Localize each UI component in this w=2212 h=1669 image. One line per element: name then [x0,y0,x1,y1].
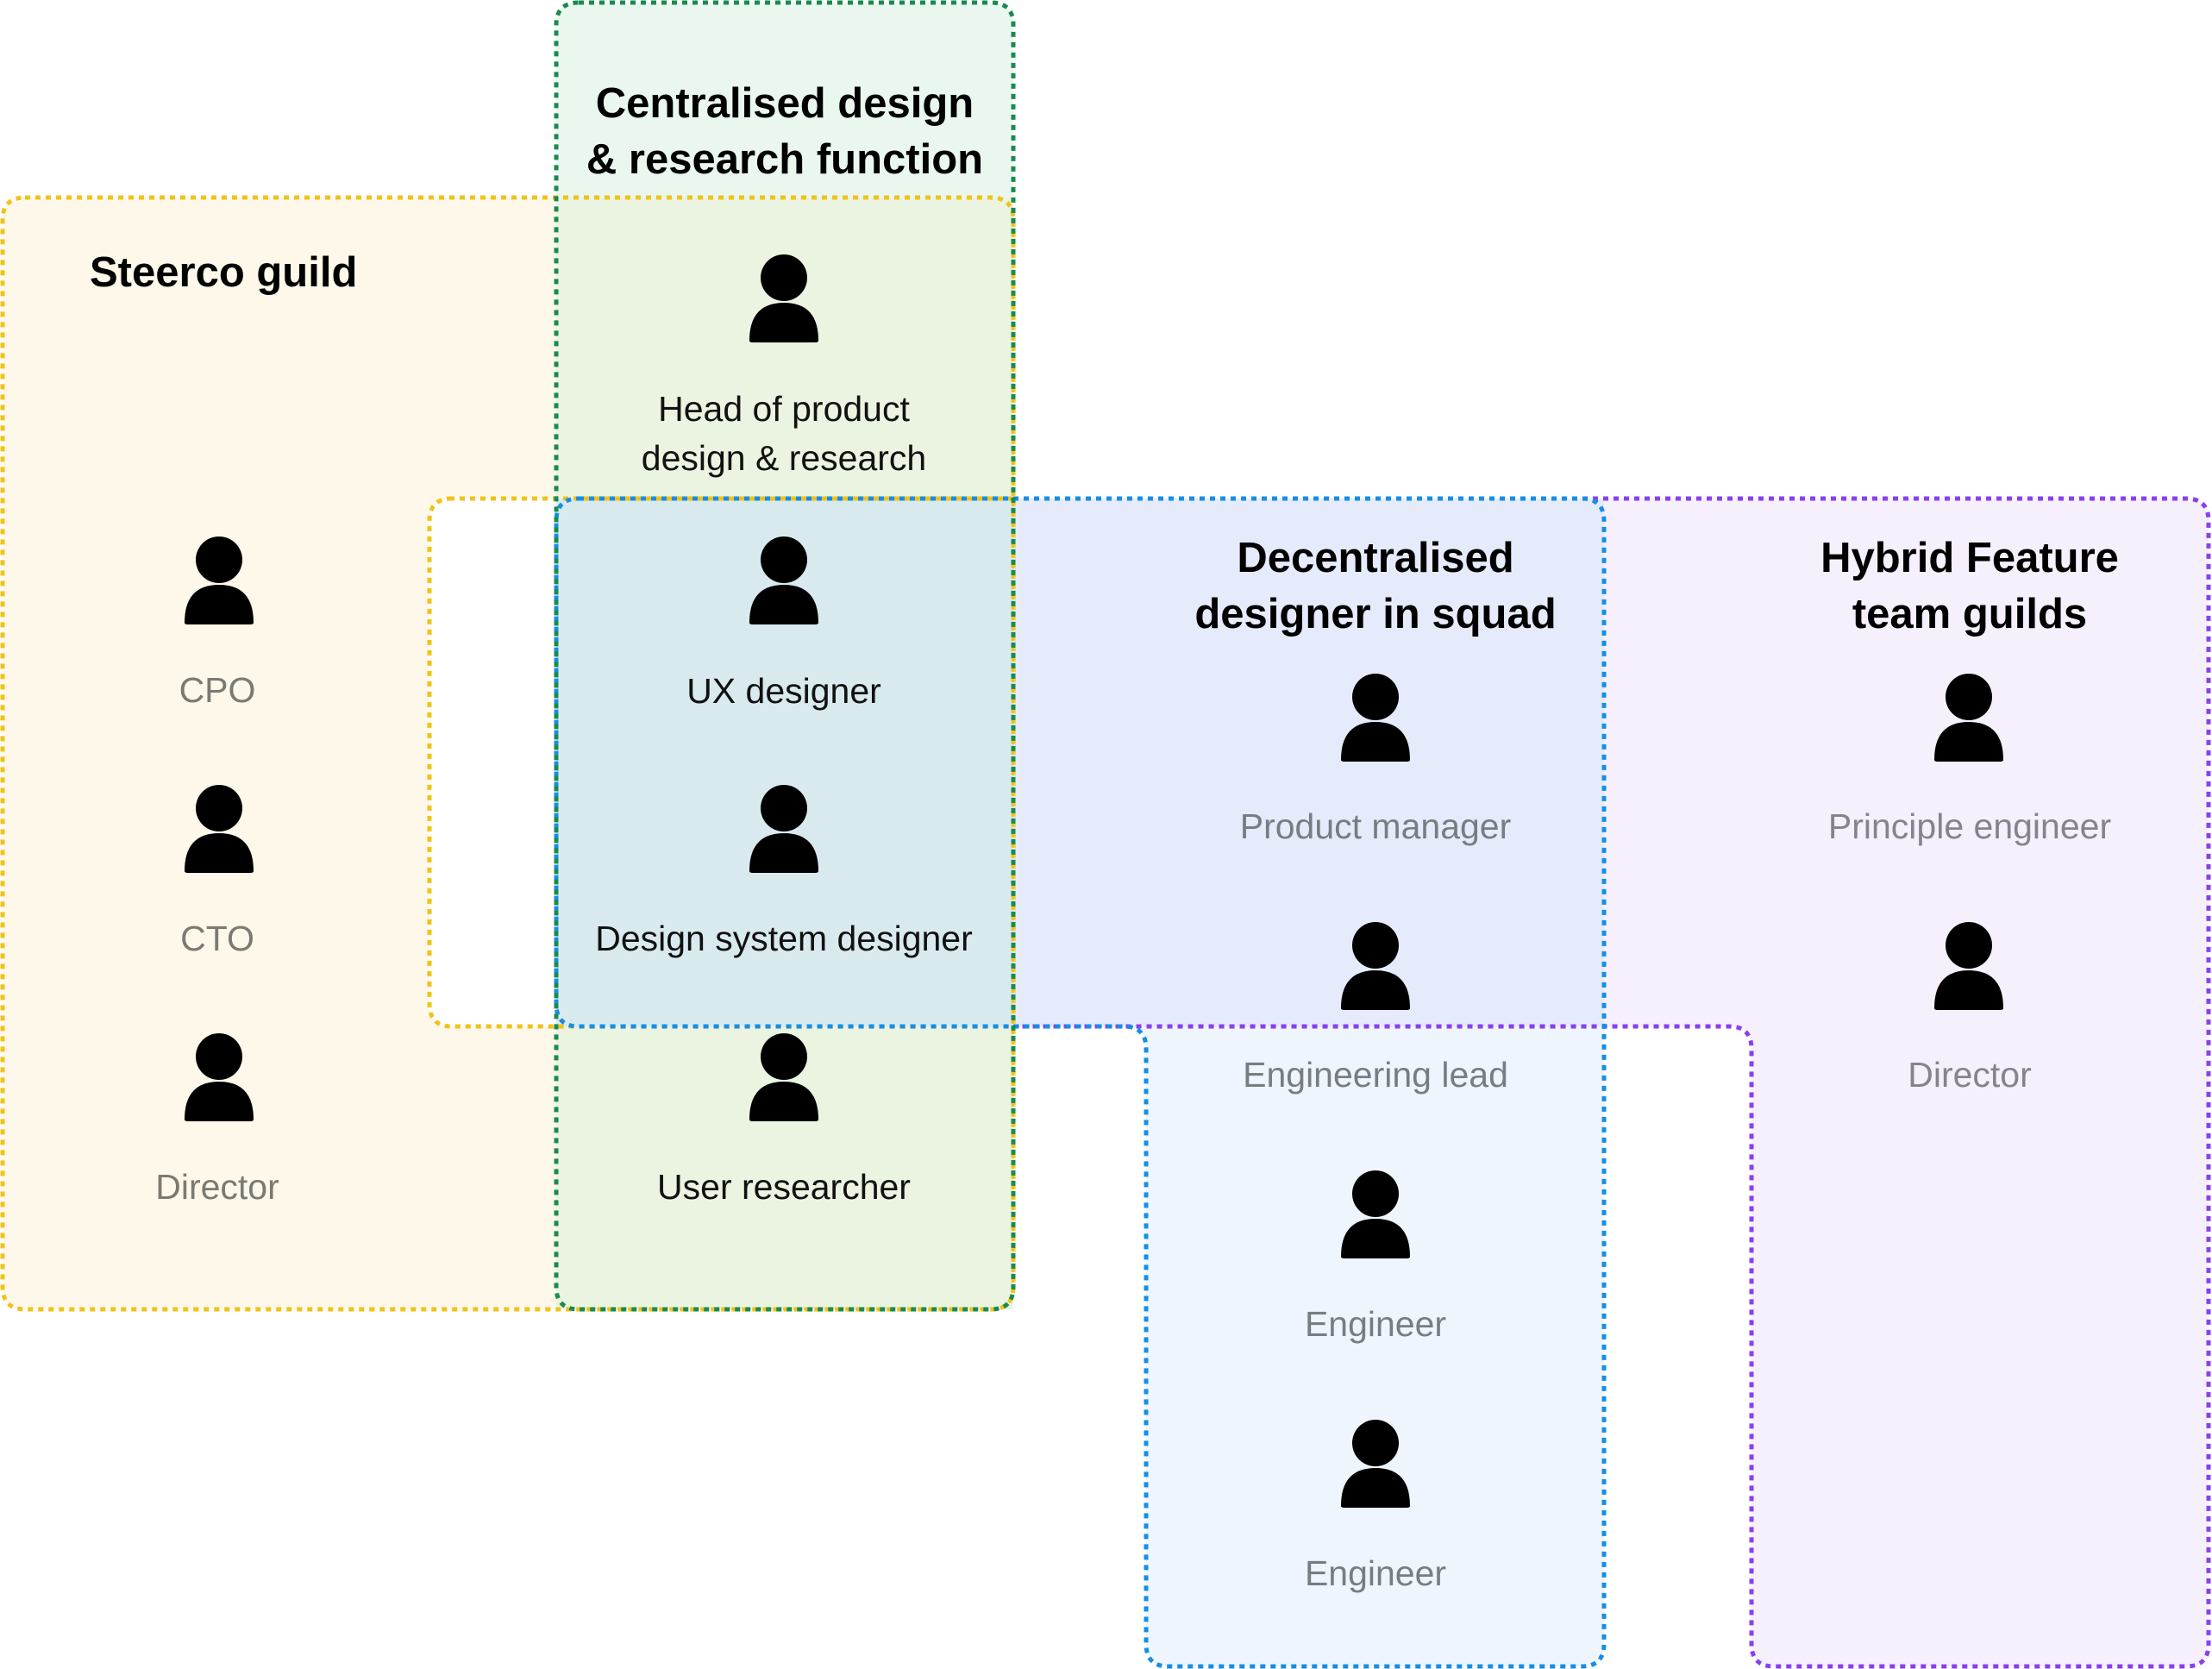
member-label-design-system-designer: Design system designer [595,919,973,958]
centralised-title-line2: & research function [586,136,984,183]
member-label-engineer-2: Engineer [1304,1553,1447,1593]
member-label-ux-designer: UX designer [686,671,881,711]
member-label-head-line1: Head of product [658,389,910,429]
member-label-principle-engineer: Principle engineer [1827,806,2112,846]
person-icon [749,785,818,873]
person-icon [749,254,818,342]
decentralised-title-line1: Decentralised [1237,535,1514,581]
steerco-title: Steerco guild [90,249,358,296]
member-label-director: Director [155,1167,279,1207]
decentralised-title-line2: designer in squad [1194,591,1557,637]
member-label-cto: CTO [180,919,254,958]
centralised-title-line1: Centralised design [595,80,974,127]
person-icon [1934,922,2003,1010]
person-icon [1341,1170,1410,1258]
person-icon [185,536,254,624]
person-icon [1934,674,2003,762]
person-icon [185,785,254,873]
centralised-outline [554,0,1016,1312]
member-label-cpo: CPO [179,670,256,710]
person-icon [1341,674,1410,762]
member-label-product-manager: Product manager [1239,806,1512,846]
overlap-blue-purple [1013,499,1604,1026]
person-icon [1341,1420,1410,1508]
member-label-engineering-lead: Engineering lead [1243,1055,1508,1095]
member-label-director: Director [1908,1055,2032,1095]
person-icon [749,536,818,624]
member-label-user-researcher: User researcher [657,1167,911,1207]
person-icon [1341,922,1410,1010]
member-label-head-line2: design & research [641,438,927,478]
hybrid-title-line1: Hybrid Feature [1820,535,2119,581]
person-icon [749,1033,818,1121]
member-label-engineer-1: Engineer [1304,1304,1447,1344]
person-icon [185,1033,254,1121]
hybrid-title-line2: team guilds [1852,591,2088,637]
decentralised-outline [554,496,1607,1669]
overlap-green-yellow-top [556,198,1013,499]
steerco-outline [0,195,1016,1312]
